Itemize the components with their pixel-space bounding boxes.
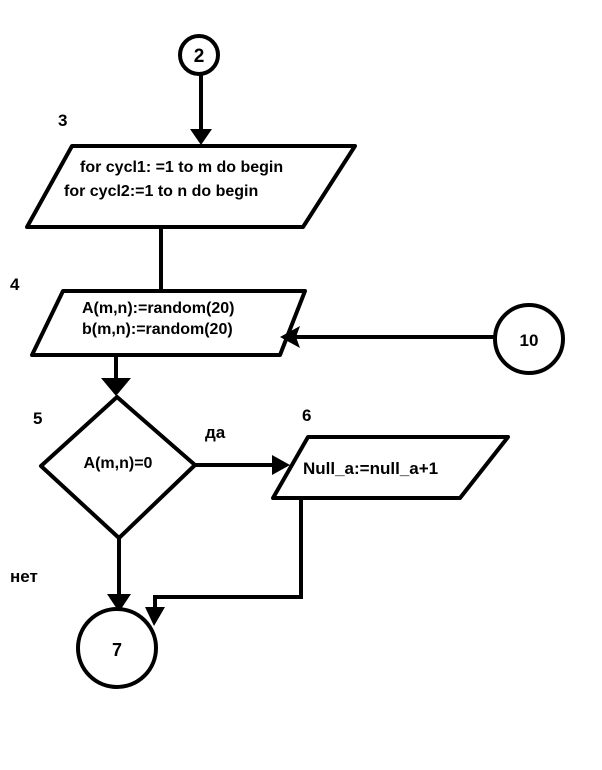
step-number-5: 5 — [33, 409, 42, 428]
parallelogram — [25, 144, 357, 229]
connector-end-label: 7 — [112, 640, 122, 660]
arrowhead — [107, 594, 131, 612]
step-number-4: 4 — [10, 275, 20, 294]
parallelogram — [271, 435, 510, 500]
edge-6-to-7 — [153, 499, 303, 612]
step3-io-block: for cycl1: =1 to m do begin for cycl2:=1… — [25, 144, 357, 229]
step6-text: Null_a:=null_a+1 — [303, 459, 438, 478]
connector-end: 7 — [76, 607, 158, 689]
arrowhead — [190, 129, 212, 145]
connector-circle — [76, 607, 158, 689]
step5-decision: A(m,n)=0 — [39, 395, 197, 540]
decision-condition: A(m,n)=0 — [84, 455, 153, 472]
step-number-3: 3 — [58, 111, 67, 130]
step4-io-block: A(m,n):=random(20) b(m,n):=random(20) — [30, 289, 307, 357]
step3-line2: for cycl2:=1 to n do begin — [64, 183, 258, 200]
parallelogram — [30, 289, 307, 357]
arrowhead — [145, 607, 165, 626]
step4-line2: b(m,n):=random(20) — [82, 321, 233, 338]
connector-start: 2 — [178, 34, 220, 76]
arrowhead — [280, 326, 300, 348]
arrowhead — [272, 455, 290, 475]
connector-loop-label: 10 — [520, 331, 539, 350]
connector-start-label: 2 — [194, 46, 205, 67]
connector-loop-back: 10 — [493, 303, 565, 375]
step4-line1: A(m,n):=random(20) — [82, 300, 234, 317]
no-label: нет — [10, 567, 38, 586]
connector-circle — [493, 303, 565, 375]
step3-line1: for cycl1: =1 to m do begin — [80, 159, 283, 176]
arrowhead — [101, 378, 131, 396]
step-number-6: 6 — [302, 406, 311, 425]
step6-io-block: Null_a:=null_a+1 — [271, 435, 510, 500]
yes-label: да — [205, 423, 226, 442]
